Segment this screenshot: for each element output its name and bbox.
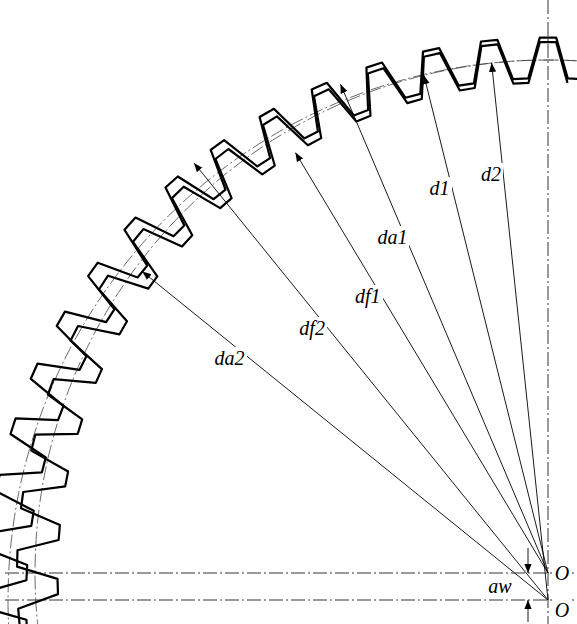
ring-gear-teeth	[0, 38, 577, 624]
center-label: O	[553, 599, 571, 621]
diameter-label: d2	[479, 163, 503, 185]
diameter-label: df2	[297, 317, 327, 339]
center-line	[5, 573, 577, 574]
center-line	[5, 600, 577, 601]
leader-line	[341, 84, 549, 573]
center-distance-label: aw	[486, 575, 513, 597]
diameter-label: d1	[428, 177, 452, 199]
diameter-label: da2	[213, 347, 247, 369]
diameter-label: da1	[375, 226, 409, 248]
leader-line	[142, 272, 548, 601]
center-line	[548, 0, 549, 624]
dimension-arrow	[528, 548, 529, 573]
pinion-teeth	[17, 42, 568, 624]
leader-line	[295, 153, 548, 573]
pitch-circle	[8, 60, 577, 624]
leader-line	[194, 163, 548, 600]
diameter-label: df1	[353, 285, 383, 307]
center-label: O	[553, 562, 571, 584]
leader-line	[492, 63, 548, 600]
dimension-arrow	[528, 600, 529, 622]
